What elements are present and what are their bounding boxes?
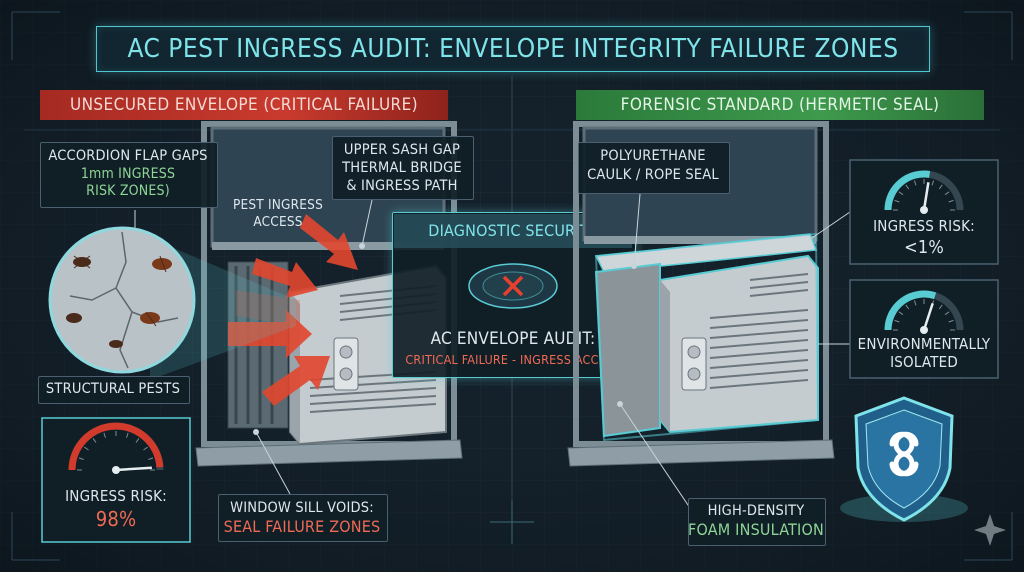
gauge-tick [103,432,106,438]
gauge-hub [112,466,120,474]
gauge-tick [938,184,943,190]
caulk-line-2: CAULK / ROPE SEAL [587,167,719,183]
gauge-tick [148,457,154,460]
shield-icon [840,396,968,522]
accordion-sub-1: 1mm INGRESS [80,166,176,182]
gauge-tick [143,446,148,451]
gauge-tick [78,457,84,460]
gauge-hub [920,326,928,334]
upper-gap-line-1: UPPER SASH GAP [343,142,461,158]
gauge-tick [84,446,89,451]
gauge-needle [115,466,152,472]
gauge-tick [948,199,954,203]
unsecured-banner-label: UNSECURED ENVELOPE (CRITICAL FAILURE) [70,95,418,115]
diagnostic-header: DIAGNOSTIC SECURITY [428,221,598,240]
gauge-needle [922,182,930,211]
right-gauge-2 [884,290,964,334]
gauge-tick [135,438,140,443]
gauge-fill [884,290,937,331]
error-icon [468,263,558,309]
magnifier-pest-legs [73,255,167,327]
forensic-banner-label: FORENSIC STANDARD (HERMETIC SEAL) [620,95,940,115]
accordion-callout [40,142,218,208]
gauge-tick [894,319,900,323]
gauge-tick [938,304,943,310]
gauge-tick [905,184,910,190]
audit-line: AC ENVELOPE AUDIT: [430,329,596,349]
left-risk-label: INGRESS RISK: [65,487,167,505]
gauge-hub [920,206,928,214]
sill-line-2: SEAL FAILURE ZONES [223,517,381,536]
gauge-tick [913,300,917,306]
gauge-tick [92,438,97,443]
caulk-callout [578,142,730,194]
right-ac-unit [659,254,819,434]
left-window-sill [195,439,463,467]
foam-line-1: HIGH-DENSITY [707,503,805,519]
pest-access-line-1: PEST INGRESS [233,197,323,213]
sill-line-1: WINDOW SILL VOIDS: [230,500,374,516]
caulk-line-1: POLYURETHANE [600,148,706,164]
gauge-tick [898,311,904,316]
isolated-line-2: ISOLATED [890,353,958,371]
right-foam-insulation [594,262,661,438]
gauge-fill [68,422,164,471]
structural-pests-callout [38,376,190,404]
isolated-line-1: ENVIRONMENTALLY [857,335,991,353]
gauge-fill [884,170,931,211]
sill-callout [218,494,388,542]
gauge-tick [931,180,935,186]
right-gauge-1 [884,170,964,214]
accordion-title: ACCORDION FLAP GAPS [48,148,208,164]
upper-gap-line-3: & INGRESS PATH [346,178,458,194]
right-seal-glow [594,232,820,442]
gauge-tick [948,319,954,323]
page-title: AC PEST INGRESS AUDIT: ENVELOPE INTEGRIT… [127,34,899,64]
upper-gap-line-2: THERMAL BRIDGE [342,160,462,176]
gauge-needle [922,303,934,331]
structural-pests-label: STRUCTURAL PESTS [45,381,181,397]
upper-gap-callout [332,136,474,200]
gauge-tick [894,199,900,203]
forensic-banner: FORENSIC STANDARD (HERMETIC SEAL) [576,90,984,120]
gauge-tick [944,311,950,316]
gauge-tick [913,180,917,186]
title-box: AC PEST INGRESS AUDIT: ENVELOPE INTEGRIT… [96,26,930,72]
foam-callout [688,498,826,546]
gauge-tick [898,191,904,196]
unsecured-banner: UNSECURED ENVELOPE (CRITICAL FAILURE) [40,90,448,120]
right-risk-value: <1% [904,237,944,258]
right-risk-label: INGRESS RISK: [873,217,975,235]
foam-line-2: FOAM INSULATION [688,520,824,539]
magnifier-cracks [69,231,179,369]
left-ingress-arrows [228,214,358,406]
pest-access-line-2: ACCESS [253,214,303,230]
left-gauge [68,422,164,474]
accordion-sub-2: RISK ZONES) [86,183,170,199]
left-gauge-box [41,417,191,543]
gauge-tick [126,432,129,438]
left-risk-value: 98% [95,507,137,531]
right-window-sill [567,439,835,467]
status-line: CRITICAL FAILURE - INGRESS ACCESS [405,352,621,367]
gauge-tick [944,191,950,196]
gauge-tick [905,304,910,310]
sparkle-icon [974,514,1006,546]
